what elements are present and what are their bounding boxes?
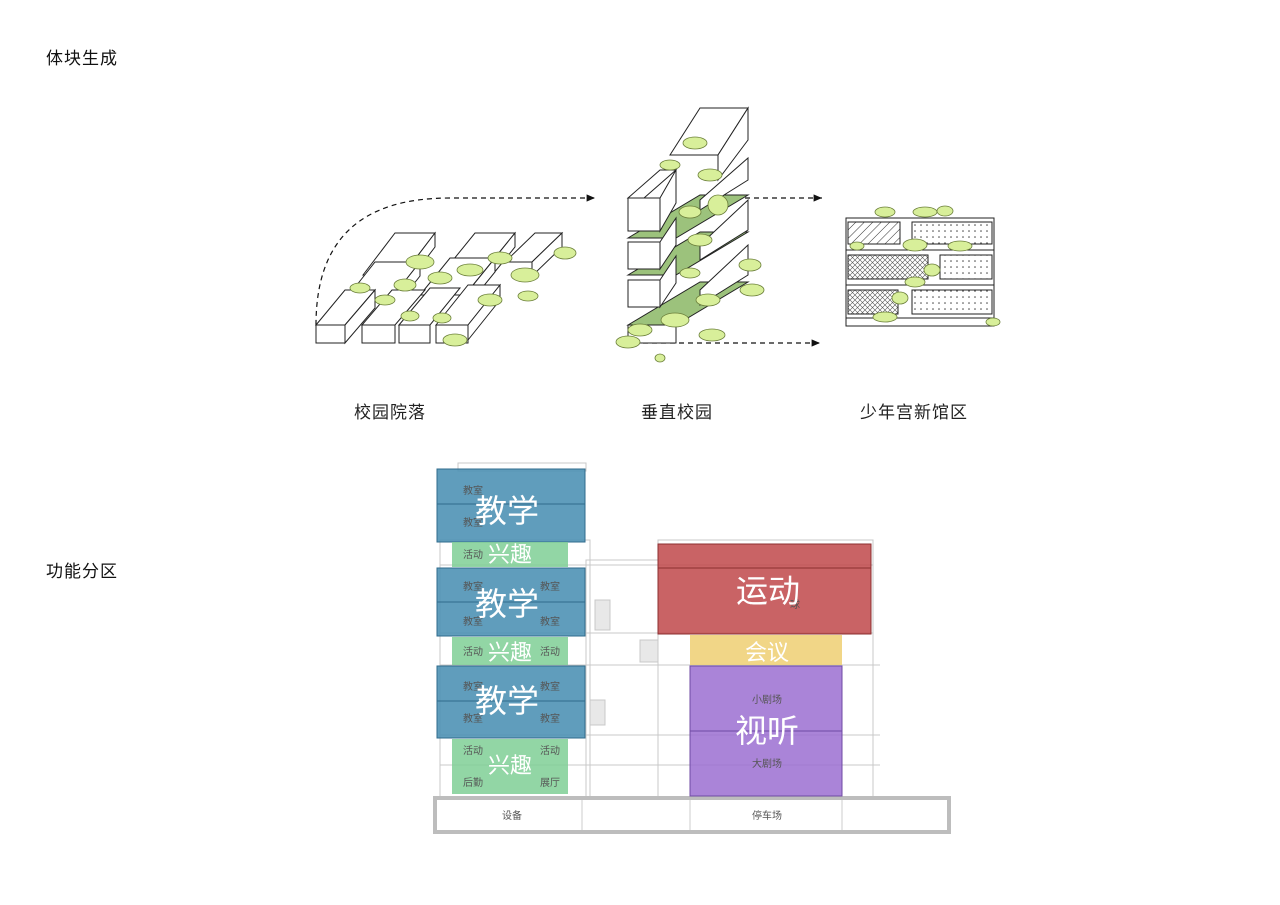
zone-audiovisual-label: 视听 (735, 712, 799, 750)
room-big-theater: 大剧场 (752, 757, 782, 770)
room-small-theater: 小剧场 (752, 693, 782, 706)
zone-teaching-1-block (436, 468, 586, 543)
new-palace-section-model (845, 217, 995, 327)
zone-teaching-3-label: 教学 (475, 682, 539, 720)
zone-interest-3-block (452, 739, 568, 794)
zone-interest-2-label: 兴趣 (488, 641, 532, 666)
room-classroom-a: 教室 (463, 484, 483, 497)
room-classroom-i: 教室 (463, 712, 483, 725)
zone-floor-lines (437, 503, 871, 732)
room-activity-d: 活动 (463, 745, 483, 757)
zone-interest-3-label: 兴趣 (488, 754, 532, 779)
massing-heading: 体块生成 (46, 49, 118, 69)
room-classroom-d: 教室 (540, 580, 560, 593)
campus-courtyard-greenery (349, 246, 577, 347)
room-ball-court: 球 (790, 598, 800, 611)
zone-teaching-1-label: 教学 (475, 492, 539, 530)
zone-interest-1-label: 兴趣 (488, 543, 532, 568)
room-classroom-g: 教室 (463, 680, 483, 693)
room-classroom-f: 教室 (540, 615, 560, 628)
zone-meeting-block (690, 635, 842, 665)
massing-arrows (315, 194, 822, 347)
room-classroom-j: 教室 (540, 712, 560, 725)
vertical-campus-greenery (615, 136, 765, 363)
zone-interest-1-block (452, 542, 568, 567)
room-exhibition: 展厅 (540, 777, 560, 789)
zoning-heading: 功能分区 (46, 562, 118, 582)
room-activity-e: 活动 (540, 745, 560, 757)
zone-sports-block (657, 543, 872, 635)
room-classroom-h: 教室 (540, 680, 560, 693)
zone-meeting-label: 会议 (745, 641, 789, 666)
room-activity-b: 活动 (463, 646, 483, 658)
caption-campus-courtyard: 校园院落 (354, 403, 426, 423)
room-classroom-b: 教室 (463, 516, 483, 529)
room-logistics: 后勤 (463, 776, 483, 789)
basement (433, 796, 951, 834)
zone-sports-label: 运动 (736, 572, 800, 610)
room-activity-a: 活动 (463, 549, 483, 561)
zone-teaching-3-block (436, 665, 586, 739)
room-activity-c: 活动 (540, 646, 560, 658)
room-parking: 停车场 (752, 809, 782, 822)
zone-interest-2-block (452, 637, 568, 665)
zone-blocks (436, 468, 872, 797)
vertical-campus-model (626, 106, 750, 344)
room-equipment: 设备 (502, 809, 522, 822)
zone-teaching-2-label: 教学 (475, 585, 539, 623)
room-classroom-c: 教室 (463, 580, 483, 593)
caption-vertical-campus: 垂直校园 (641, 403, 713, 423)
caption-new-palace-zone: 少年宫新馆区 (860, 403, 968, 423)
new-palace-greenery (849, 205, 1001, 327)
room-classroom-e: 教室 (463, 615, 483, 628)
